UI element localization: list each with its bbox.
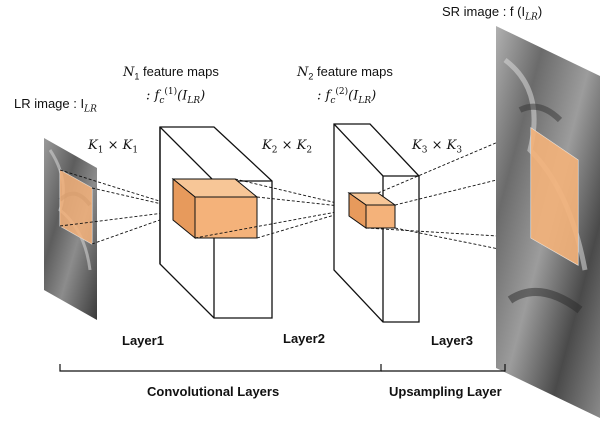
n1-title-sub: 1 (134, 71, 140, 82)
n1-func-close: ) (200, 88, 206, 104)
lr-image-text: LR image : I (14, 96, 85, 111)
n1-title-n: N (123, 65, 135, 80)
n2-func-sub: c (330, 95, 336, 106)
n1-func-arg: (I (177, 88, 188, 104)
sr-image (496, 26, 600, 418)
n2-func-arg-sub: LR (358, 95, 372, 106)
k1-times: × K (103, 138, 133, 153)
k3-sub: 3 (421, 145, 428, 156)
sr-image-close: ) (537, 4, 543, 19)
layer-brackets (59, 364, 506, 372)
upsampling-layer-label: Upsampling Layer (389, 384, 502, 399)
n1-func-sup: (1) (164, 87, 178, 97)
kernel-k2-label: K2 × K2 (262, 138, 312, 159)
n1-func-sub: c (159, 95, 165, 106)
layer1-label: Layer1 (122, 333, 164, 348)
k2: K (262, 138, 272, 153)
k3: K (412, 138, 422, 153)
conv-layers-label: Convolutional Layers (147, 384, 280, 399)
layer1-patch-cube (171, 177, 259, 240)
lr-patch (60, 170, 92, 244)
n2-function: : fc(2)(ILR) (317, 84, 376, 109)
n2-func-sup: (2) (335, 87, 349, 97)
lr-image-label: LR image : ILR (14, 96, 97, 118)
n2-title: N2 feature maps (297, 64, 393, 85)
sr-patch (531, 128, 578, 265)
sr-image-label: SR image : f (ILR) (442, 4, 542, 26)
lr-image (44, 138, 97, 320)
n2-func: : f (317, 88, 331, 104)
n2-func-arg: (I (348, 88, 359, 104)
n2-title-rest: feature maps (313, 64, 393, 79)
k2-sub: 2 (271, 145, 278, 156)
n1-title: N1 feature maps (123, 64, 219, 85)
kernel-k3-label: K3 × K3 (412, 138, 462, 159)
n1-title-rest: feature maps (139, 64, 219, 79)
k2-sub2: 2 (306, 145, 313, 156)
n1-func-arg-sub: LR (187, 95, 201, 106)
k3-times: × K (427, 138, 457, 153)
n1-function: : fc(1)(ILR) (146, 84, 205, 109)
sr-image-text: SR image : f (I (442, 4, 526, 19)
layer2-label: Layer2 (283, 331, 325, 346)
n2-func-close: ) (371, 88, 377, 104)
layer2-patch-cube (347, 192, 397, 229)
k3-sub2: 3 (456, 145, 463, 156)
conv-bracket (59, 364, 382, 372)
n2-title-n: N (297, 65, 309, 80)
lr-image-sub: LR (84, 104, 97, 115)
kernel-k1-label: K1 × K1 (88, 138, 138, 159)
k1-sub2: 1 (132, 145, 139, 156)
upsampling-bracket (381, 364, 506, 372)
layer3-label: Layer3 (431, 333, 473, 348)
k2-times: × K (277, 138, 307, 153)
n2-title-sub: 2 (308, 71, 314, 82)
sr-image-sub: LR (525, 12, 538, 23)
k1: K (88, 138, 98, 153)
n1-func: : f (146, 88, 160, 104)
k1-sub: 1 (97, 145, 104, 156)
